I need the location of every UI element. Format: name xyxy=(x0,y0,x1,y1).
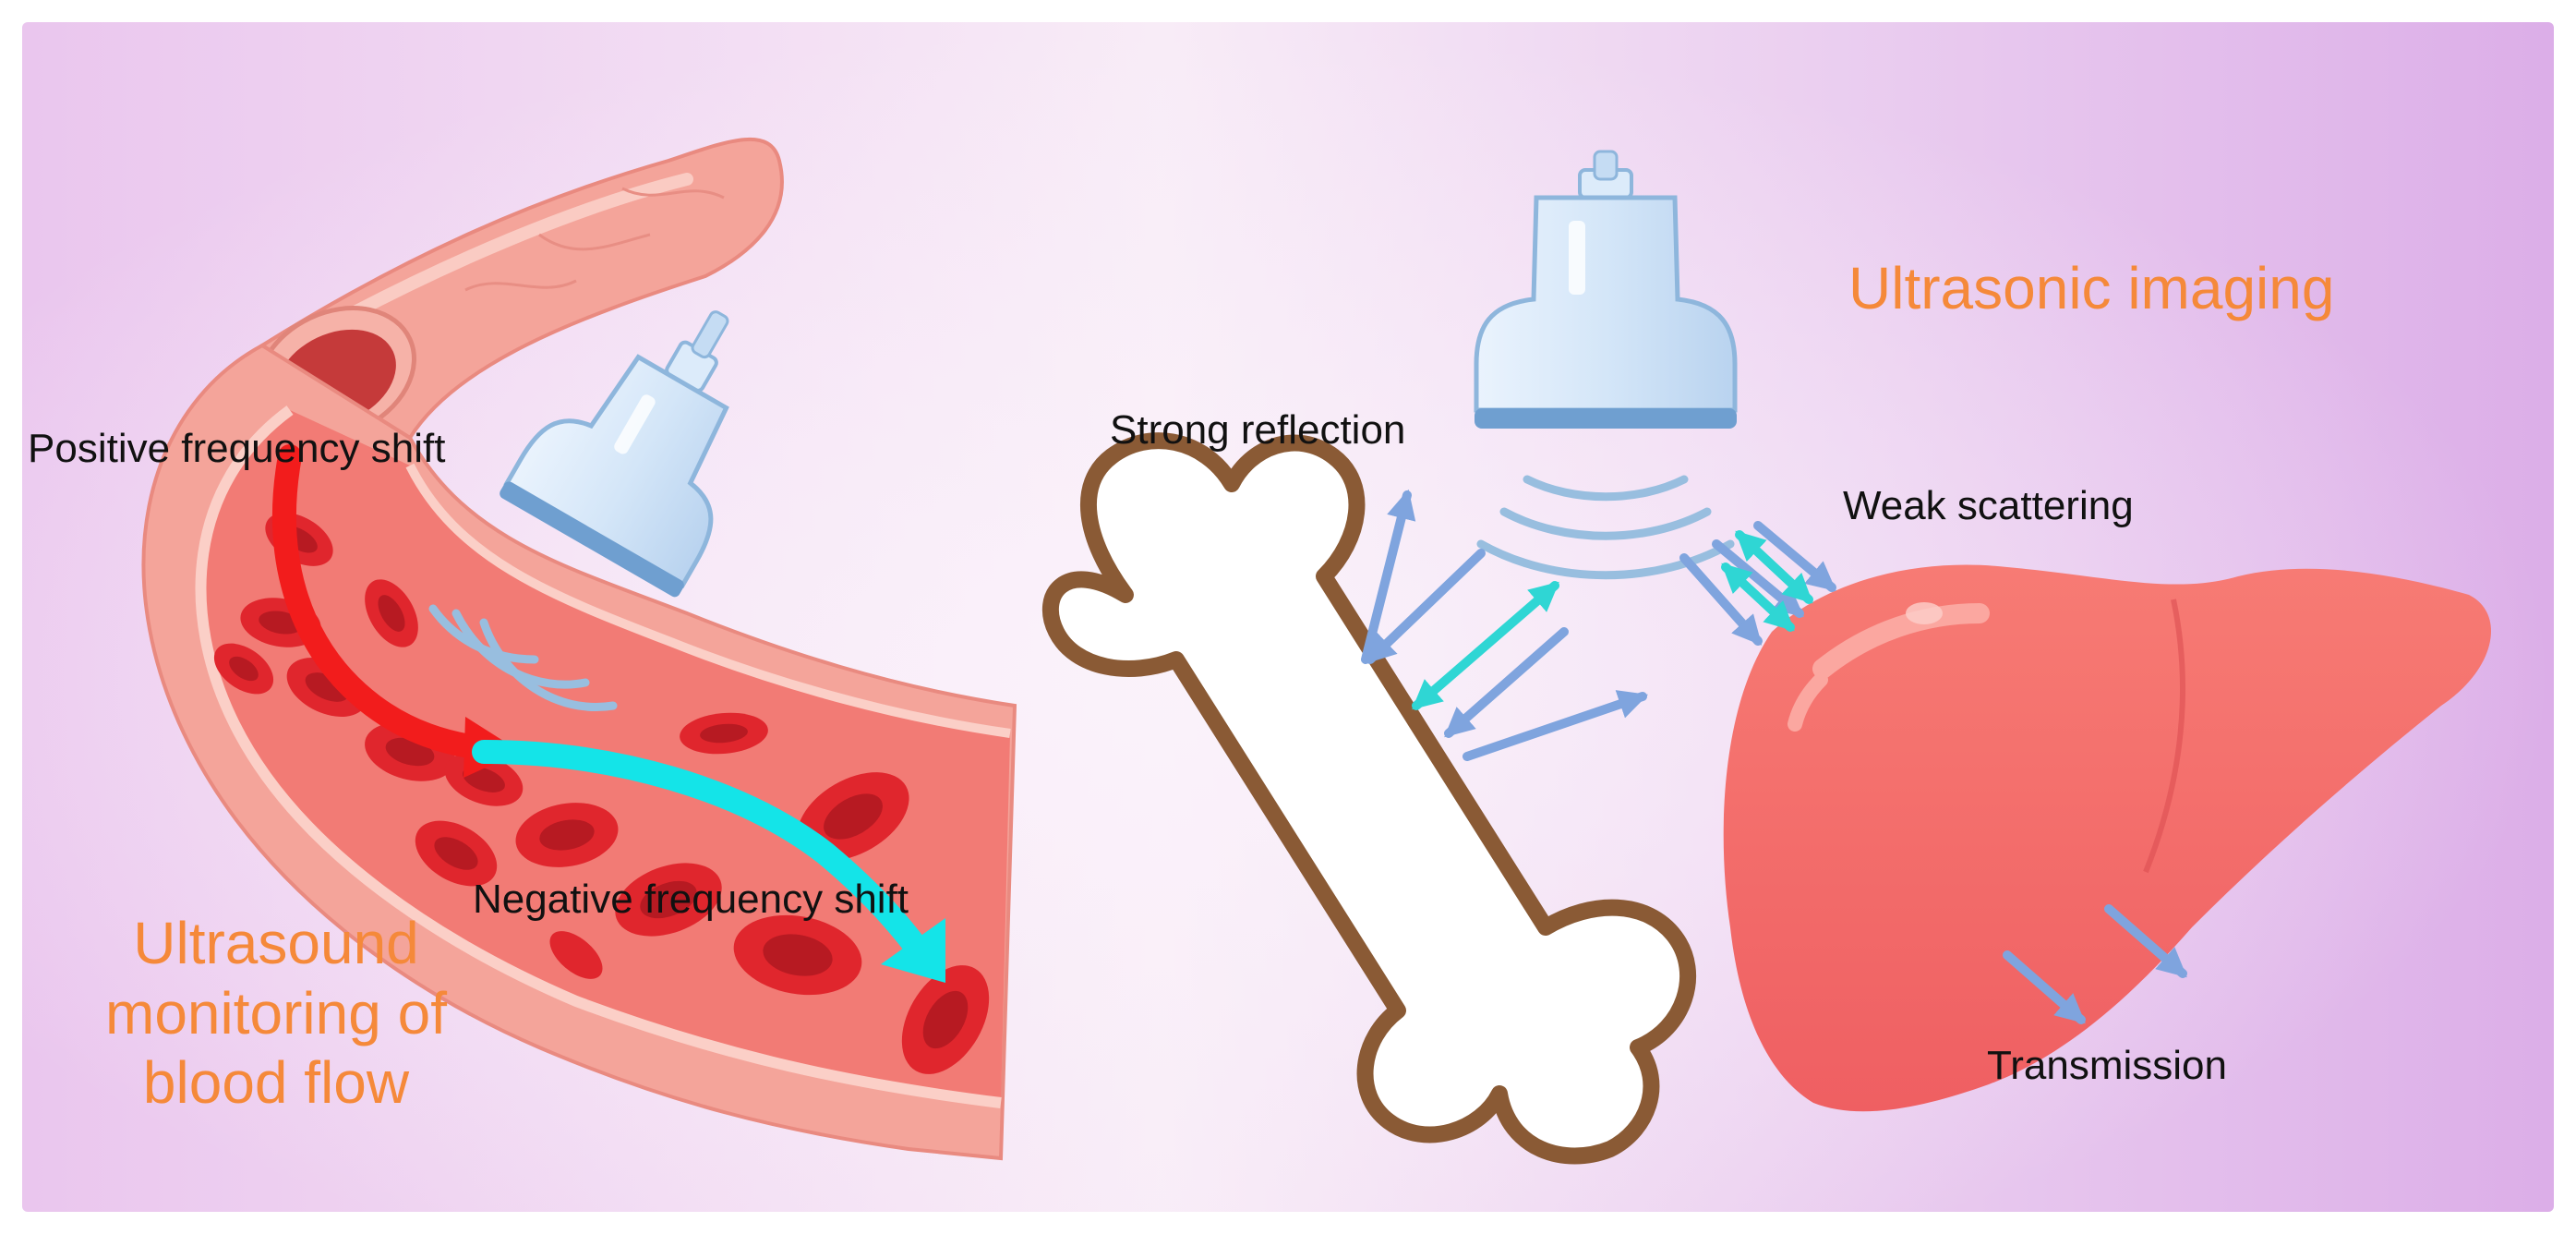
ultrasonic-imaging-title: Ultrasonic imaging xyxy=(1848,255,2335,321)
negative-shift-label: Negative frequency shift xyxy=(473,877,909,922)
echo-arrows xyxy=(1412,530,1813,710)
ultrasound-probe-icon xyxy=(1474,150,1738,429)
red-blood-cell-icon xyxy=(901,965,990,1074)
red-blood-cell-icon xyxy=(415,820,498,887)
weak-scattering-label: Weak scattering xyxy=(1843,483,2134,528)
ultrasound-probe-icon xyxy=(500,310,729,598)
red-blood-cell-icon xyxy=(549,931,603,979)
positive-shift-label: Positive frequency shift xyxy=(28,426,446,471)
red-blood-cell-icon xyxy=(680,712,768,755)
red-blood-cell-icon xyxy=(515,803,619,867)
transmission-arrow xyxy=(2003,950,2086,1024)
red-blood-cell-icon xyxy=(615,863,722,937)
sound-wave-icon xyxy=(428,604,618,711)
ultrasound-monitoring-title: Ultrasound monitoring of blood flow xyxy=(105,910,447,1117)
illustration-panel: Positive frequency shift Negative freque… xyxy=(22,22,2554,1212)
negative-shift-arrow xyxy=(472,740,945,983)
diagram-canvas xyxy=(22,22,2554,1212)
liver-icon xyxy=(1723,564,2491,1112)
transmission-label: Transmission xyxy=(1987,1043,2227,1088)
red-blood-cell-icon xyxy=(365,579,418,647)
bone-icon xyxy=(1041,432,1697,1165)
strong-reflection-label: Strong reflection xyxy=(1110,407,1406,453)
red-blood-cell-icon xyxy=(733,914,862,996)
echo-arrow xyxy=(1412,581,1559,710)
sound-wave-icon xyxy=(1476,475,1735,580)
incident-arrow xyxy=(1361,489,1416,664)
transmission-arrow xyxy=(2104,904,2187,978)
echo-arrow xyxy=(1735,530,1813,604)
red-blood-cell-icon xyxy=(213,643,274,695)
incident-arrow xyxy=(1463,690,1649,761)
